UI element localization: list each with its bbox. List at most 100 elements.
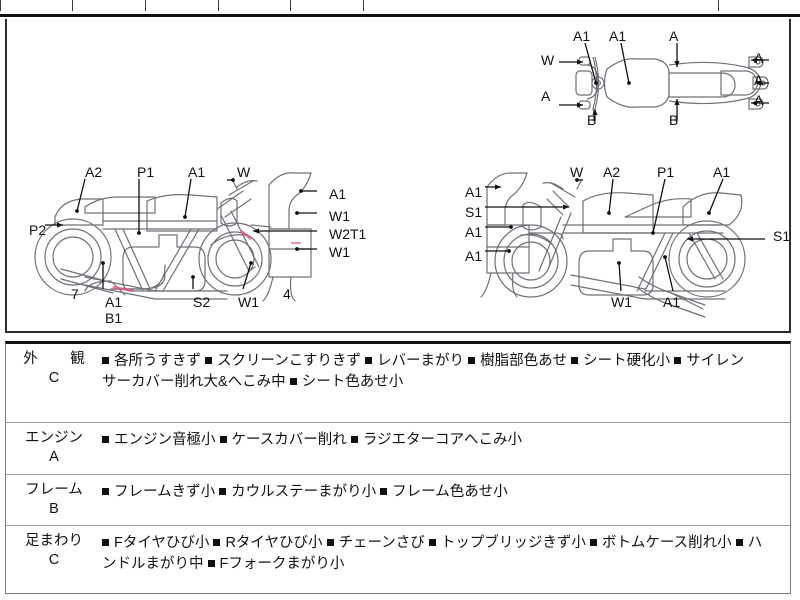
report-items-cell: フレームきず小 カウルステーまがり小 フレーム色あせ小 xyxy=(102,475,786,525)
report-item-text: レバーまがり xyxy=(377,353,469,369)
report-item-text: カウルステーまがり小 xyxy=(231,484,381,500)
diagram-label-b: B xyxy=(587,112,597,128)
report-item-line: フレームきず小 カウルステーまがり小 フレーム色あせ小 xyxy=(102,482,786,503)
diagram-label-a1: A1 xyxy=(465,248,483,264)
report-item-text: ケースカバー削れ xyxy=(231,432,351,448)
bullet-square-icon xyxy=(428,539,436,546)
report-category-name: 足まわり xyxy=(25,533,83,549)
report-items-cell: Fタイヤひび小 Rタイヤひび小 チェーンさび トップブリッジきず小 ボトムケース… xyxy=(102,526,786,597)
report-item-text: 各所うすきず xyxy=(114,353,206,369)
diagram-label-w2t1: W2T1 xyxy=(329,226,367,242)
bullet-square-icon xyxy=(207,560,215,568)
diagram-label-4: 4 xyxy=(283,286,291,302)
diagram-label-w1: W1 xyxy=(329,244,350,260)
bullet-square-icon xyxy=(589,539,597,546)
clipped-column-divider xyxy=(363,0,364,11)
report-row: フレーム B フレームきず小 カウルステーまがり小 フレーム色あせ小 xyxy=(6,475,790,526)
bullet-square-icon xyxy=(735,539,743,546)
diagram-label-a: A xyxy=(541,88,551,104)
report-row: 外 観 C 各所うすきず スクリーンこすりきず レバーまがり 樹脂部色あせ シート硬… xyxy=(6,344,790,423)
report-item-text: シート硬化小 xyxy=(583,353,675,369)
bullet-square-icon xyxy=(219,488,227,495)
report-item-text: ンドルまがり中 xyxy=(102,556,208,573)
report-item-text: Rタイヤひび小 xyxy=(225,535,327,551)
diagram-label-w1: W1 xyxy=(329,208,350,224)
report-item-text: ハ xyxy=(747,535,763,551)
diagram-label-a: A xyxy=(754,72,764,88)
report-item-text: Fタイヤひび小 xyxy=(114,535,214,551)
diagram-label-a2: A2 xyxy=(85,164,103,180)
report-item-line: サーカバー削れ大&へこみ中 シート色あせ小 xyxy=(102,372,786,393)
report-item-text: サイレン xyxy=(686,353,745,369)
diagram-label-w: W xyxy=(237,164,251,180)
diagram-label-a1: A1 xyxy=(188,164,206,180)
condition-report-table: 外 観 C 各所うすきず スクリーンこすりきず レバーまがり 樹脂部色あせ シート硬… xyxy=(5,341,791,594)
report-item-text: Fフォークまがり小 xyxy=(219,556,345,573)
diagram-label-s1: S1 xyxy=(773,228,791,244)
diagram-label-p2: P2 xyxy=(29,222,47,238)
diagram-label-a1: A1 xyxy=(329,186,347,202)
clipped-column-divider xyxy=(72,0,73,11)
diagram-label-a1: A1 xyxy=(465,184,483,200)
report-item-text: シート色あせ小 xyxy=(301,374,404,391)
report-item-text: トップブリッジきず小 xyxy=(440,535,590,551)
report-item-line: 各所うすきず スクリーンこすりきず レバーまがり 樹脂部色あせ シート硬化小 サ… xyxy=(102,351,786,372)
diagram-label-p1: P1 xyxy=(657,164,675,180)
bullet-square-icon xyxy=(571,357,579,364)
report-item-text: エンジン音極小 xyxy=(114,432,220,448)
diagram-label-a1: A1 xyxy=(663,294,681,310)
report-item-text: フレーム色あせ小 xyxy=(392,484,508,500)
bullet-square-icon xyxy=(350,436,358,443)
diagram-label-w1: W1 xyxy=(611,294,632,310)
diagram-label-b: B xyxy=(669,112,679,128)
clipped-column-divider xyxy=(0,0,1,11)
diagram-label-w1: W1 xyxy=(238,294,259,310)
report-item-text: ラジエターコアへこみ小 xyxy=(362,432,523,448)
diagram-label-a: A xyxy=(754,92,764,108)
diagram-label-a1: A1 xyxy=(609,28,627,44)
report-category-cell: 外 観 C xyxy=(6,344,102,422)
report-items-cell: エンジン音極小 ケースカバー削れ ラジエターコアへこみ小 xyxy=(102,423,786,474)
diagram-label-a1: A1 xyxy=(105,294,123,310)
report-category-grade: B xyxy=(49,501,59,518)
diagram-label-b1: B1 xyxy=(105,310,123,326)
bullet-square-icon xyxy=(289,378,297,386)
bullet-square-icon xyxy=(326,539,334,546)
report-category-cell: フレーム B xyxy=(6,475,102,525)
bullet-square-icon xyxy=(213,539,221,546)
diagram-label-a1: A1 xyxy=(573,28,591,44)
bullet-square-icon xyxy=(674,357,682,364)
diagram-label-a: A xyxy=(754,50,764,66)
report-category-name: 外 観 xyxy=(23,351,94,367)
report-item-text: フレームきず小 xyxy=(114,484,220,500)
clipped-column-divider xyxy=(218,0,219,11)
bullet-square-icon xyxy=(102,357,109,364)
bullet-square-icon xyxy=(102,436,109,443)
clipped-column-divider xyxy=(290,0,291,11)
report-item-text: 樹脂部色あせ xyxy=(480,353,572,369)
diagram-label-s1: S1 xyxy=(465,204,483,220)
report-category-name: フレーム xyxy=(25,482,83,498)
diagram-label-s2: S2 xyxy=(193,294,211,310)
diagram-label-w: W xyxy=(541,52,555,68)
report-category-name: エンジン xyxy=(25,430,83,446)
report-item-line: Fタイヤひび小 Rタイヤひび小 チェーンさび トップブリッジきず小 ボトムケース… xyxy=(102,533,786,554)
bullet-square-icon xyxy=(102,488,109,495)
report-item-text: チェーンさび xyxy=(338,535,429,551)
clipped-column-divider xyxy=(718,0,719,11)
diagram-label-a1: A1 xyxy=(465,224,483,240)
clipped-table-strip xyxy=(0,0,800,17)
report-item-text: スクリーンこすりきず xyxy=(217,353,366,369)
report-item-text: ボトムケース削れ小 xyxy=(601,535,736,551)
report-category-grade: C xyxy=(48,370,60,387)
diagram-label-7: 7 xyxy=(71,286,79,302)
bullet-square-icon xyxy=(219,436,227,443)
clipped-column-divider xyxy=(145,0,146,11)
bullet-square-icon xyxy=(468,357,476,364)
diagram-label-a1: A1 xyxy=(713,164,731,180)
